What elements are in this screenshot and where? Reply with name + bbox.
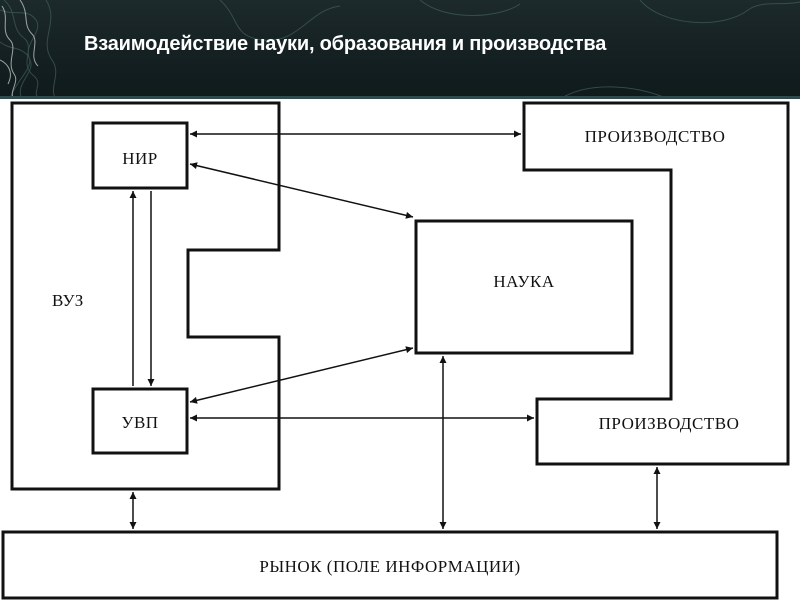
- uvp-label: УВП: [121, 413, 158, 432]
- header-divider: [0, 96, 800, 99]
- vuz-label: ВУЗ: [52, 291, 84, 310]
- production-top-label: ПРОИЗВОДСТВО: [585, 127, 726, 146]
- interaction-diagram: ВУЗ НИР УВП НАУКА ПРОИЗВОДСТВО ПРОИЗВОДС…: [1, 101, 790, 600]
- uvp-box: [91, 387, 189, 455]
- nauka-label: НАУКА: [493, 272, 554, 291]
- slide-header: Взаимодействие науки, образования и прои…: [0, 0, 800, 99]
- arrow-uvp-nauka: [189, 346, 414, 404]
- vuz-frame: [10, 101, 281, 491]
- decorative-topography-art: [0, 0, 800, 99]
- market-box: [1, 530, 779, 600]
- arrow-nir-nauka: [189, 162, 414, 219]
- nir-box: [91, 121, 189, 190]
- nir-label: НИР: [122, 149, 158, 168]
- market-label: РЫНОК (ПОЛЕ ИНФОРМАЦИИ): [259, 557, 520, 576]
- nauka-box: [414, 219, 634, 355]
- production-bottom-label: ПРОИЗВОДСТВО: [599, 414, 740, 433]
- production-frame: [522, 101, 790, 466]
- slide-title: Взаимодействие науки, образования и прои…: [84, 33, 607, 55]
